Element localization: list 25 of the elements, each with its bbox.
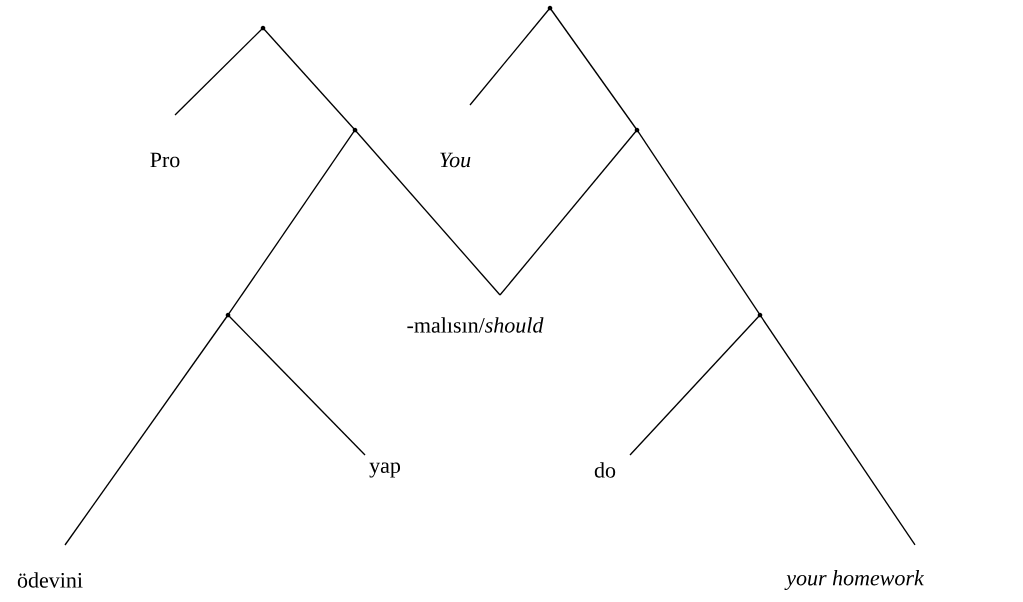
word-label: Pro	[150, 152, 180, 168]
word-label: -malısın/should	[407, 317, 544, 333]
tree-branch	[64, 314, 229, 546]
tree-branch	[262, 27, 356, 131]
branch-point	[547, 5, 553, 11]
tree-branch	[549, 7, 638, 131]
branch-point	[260, 25, 266, 31]
branch-point	[757, 312, 763, 318]
tree-branch	[759, 314, 916, 546]
tree-branch	[174, 27, 264, 116]
word-label: yap	[369, 462, 401, 478]
tree-branch	[499, 129, 638, 296]
branch-point	[634, 127, 640, 133]
word-label: You	[440, 152, 471, 168]
tree-branch	[227, 314, 366, 456]
word-label: do	[594, 462, 616, 478]
tree-branch	[469, 7, 551, 106]
branch-point	[225, 312, 231, 318]
tree-branch	[636, 129, 761, 316]
word-label: your homework	[784, 570, 925, 590]
tree-branch	[227, 129, 356, 316]
word-label: ödevini	[17, 572, 83, 588]
tree-branch	[354, 129, 501, 296]
tree-branch	[629, 314, 761, 456]
branch-point	[352, 127, 358, 133]
